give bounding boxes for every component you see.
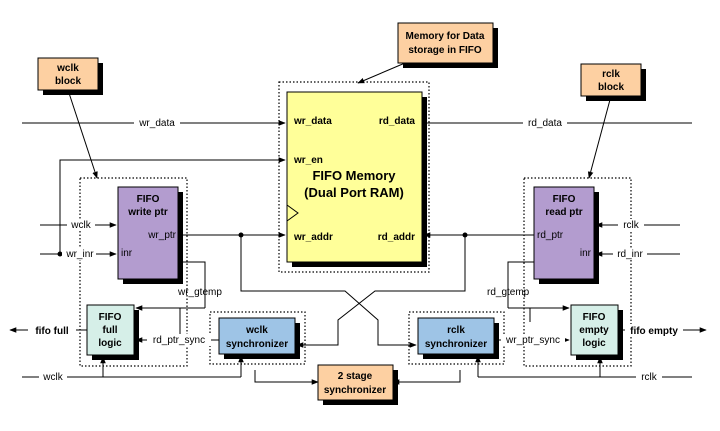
wclk-synchronizer-box — [218, 317, 296, 355]
wclk-block-callout-line1: wclk — [56, 63, 79, 74]
wr-data-label-bg — [134, 116, 180, 129]
write-ptr-inr-label: inr — [121, 248, 133, 259]
wire-wr-gtemp-a — [178, 261, 206, 308]
signal-rd-data: rd_data — [528, 118, 562, 129]
wclk-sync-line2: synchronizer — [226, 339, 288, 350]
rclk-block-callout-line2: block — [598, 82, 625, 93]
rd-inr-label-bg — [613, 248, 647, 260]
memory-storage-callout: Memory for Data storage in FIFO — [397, 22, 498, 68]
rclk-bottom-label-bg — [636, 371, 662, 383]
full-logic-line3: logic — [98, 338, 122, 349]
empty-logic-block: FIFO empty logic — [570, 304, 623, 360]
memory-storage-callout-line1: Memory for Data — [406, 31, 485, 42]
full-logic-block: FIFO full logic — [86, 304, 139, 360]
memory-clock-indicator — [286, 204, 299, 222]
rclk-frame — [523, 177, 632, 367]
port-wr-en: wr_en — [293, 155, 323, 166]
signal-fifo-empty: fifo empty — [630, 326, 678, 337]
two-stage-pointer-left — [254, 370, 319, 385]
wclk-block-callout: wclk block — [37, 57, 103, 95]
memory-storage-callout-line2: storage in FIFO — [408, 45, 482, 56]
wr-ptr-sync-label-bg — [501, 334, 565, 346]
rclk-synchronizer-block: rclk synchronizer — [417, 317, 499, 359]
signal-wr-ptr-sync: wr_ptr_sync — [505, 335, 560, 346]
junction-wr-inr — [57, 251, 63, 257]
signal-rclk-bottom: rclk — [641, 372, 658, 383]
fifo-empty-label-bg — [625, 324, 683, 336]
wclk-synchronizer-block: wclk synchronizer — [218, 317, 300, 359]
wclk-callout-pointer — [67, 89, 98, 179]
write-ptr-title-line2: write ptr — [127, 207, 168, 218]
memory-storage-callout-box — [397, 22, 494, 64]
wclk-bottom-label-bg — [39, 371, 67, 383]
fifo-memory-block: FIFO Memory (Dual Port RAM) wr_data wr_e… — [286, 91, 427, 267]
rd-data-label-bg — [523, 116, 567, 129]
read-ptr-title-line1: FIFO — [553, 194, 576, 205]
rclk-block-callout-line1: rclk — [602, 69, 620, 80]
wire-wr-ptr-to-rclk-sync — [240, 235, 417, 348]
read-ptr-inr-label: inr — [580, 248, 592, 259]
full-logic-line2: full — [103, 325, 118, 336]
read-ptr-block: FIFO read ptr rd_ptr inr — [533, 186, 599, 284]
rclk-block-callout: rclk block — [580, 63, 646, 101]
wire-wr-en — [59, 157, 286, 254]
signal-rd-gtemp: rd_gtemp — [487, 287, 530, 298]
read-ptr-out-label: rd_ptr — [537, 230, 564, 241]
full-logic-line1: FIFO — [99, 312, 122, 323]
port-rd-addr: rd_addr — [378, 232, 415, 243]
wclk-frame — [79, 177, 188, 367]
memory-title-line2: (Dual Port RAM) — [304, 185, 404, 200]
port-wr-data: wr_data — [293, 116, 332, 127]
signal-wr-inr: wr_inr — [65, 249, 94, 260]
wclk-block-callout-line2: block — [55, 76, 82, 87]
rclk-synchronizer-box — [417, 317, 495, 355]
rclk-sync-line1: rclk — [447, 325, 465, 336]
write-ptr-block: FIFO write ptr wr_ptr inr — [117, 186, 183, 284]
empty-logic-line1: FIFO — [583, 312, 606, 323]
rd-ptr-sync-label-bg — [147, 334, 211, 346]
two-stage-callout: 2 stage synchronizer — [317, 364, 398, 405]
read-ptr-title-line2: read ptr — [545, 207, 582, 218]
two-stage-callout-line2: synchronizer — [324, 385, 386, 396]
wire-rd-gtemp-b — [508, 307, 531, 322]
full-logic-box — [86, 304, 135, 356]
port-wr-addr: wr_addr — [293, 232, 333, 243]
rclk-callout-pointer — [587, 95, 612, 179]
wclk-label-bg — [67, 219, 95, 231]
signal-wclk: wclk — [70, 220, 91, 231]
wire-rd-ptr-to-wclk-sync — [296, 235, 466, 348]
signal-wr-data: wr_data — [138, 118, 175, 129]
fifo-memory-box — [286, 91, 423, 263]
memory-title-line1: FIFO Memory — [312, 168, 396, 183]
two-stage-callout-box — [317, 364, 394, 401]
signal-rd-inr: rd_inr — [617, 249, 643, 260]
port-rd-data: rd_data — [379, 116, 416, 127]
write-ptr-out-label: wr_ptr — [147, 230, 176, 241]
memory-callout-pointer — [357, 62, 406, 84]
empty-logic-line2: empty — [579, 325, 609, 336]
rclk-label-bg — [618, 219, 644, 231]
two-stage-callout-line1: 2 stage — [338, 371, 373, 382]
empty-logic-line3: logic — [582, 338, 606, 349]
fifo-full-label-bg — [28, 324, 76, 336]
write-ptr-title-line1: FIFO — [137, 194, 160, 205]
rclk-sync-line2: synchronizer — [425, 339, 487, 350]
signal-wclk-bottom: wclk — [42, 372, 63, 383]
wr-inr-label-bg — [62, 248, 96, 260]
wire-rd-gtemp-a — [507, 261, 534, 308]
wclk-sync-line1: wclk — [245, 325, 268, 336]
memory-frame — [278, 81, 430, 273]
signal-rclk: rclk — [623, 220, 640, 231]
two-stage-pointer-right — [392, 370, 461, 385]
write-ptr-box — [117, 186, 179, 280]
read-ptr-box — [533, 186, 595, 280]
signal-rd-ptr-sync: rd_ptr_sync — [153, 335, 205, 346]
signal-wr-gtemp: wr_gtemp — [177, 287, 222, 298]
signal-fifo-full: fifo full — [35, 326, 69, 337]
